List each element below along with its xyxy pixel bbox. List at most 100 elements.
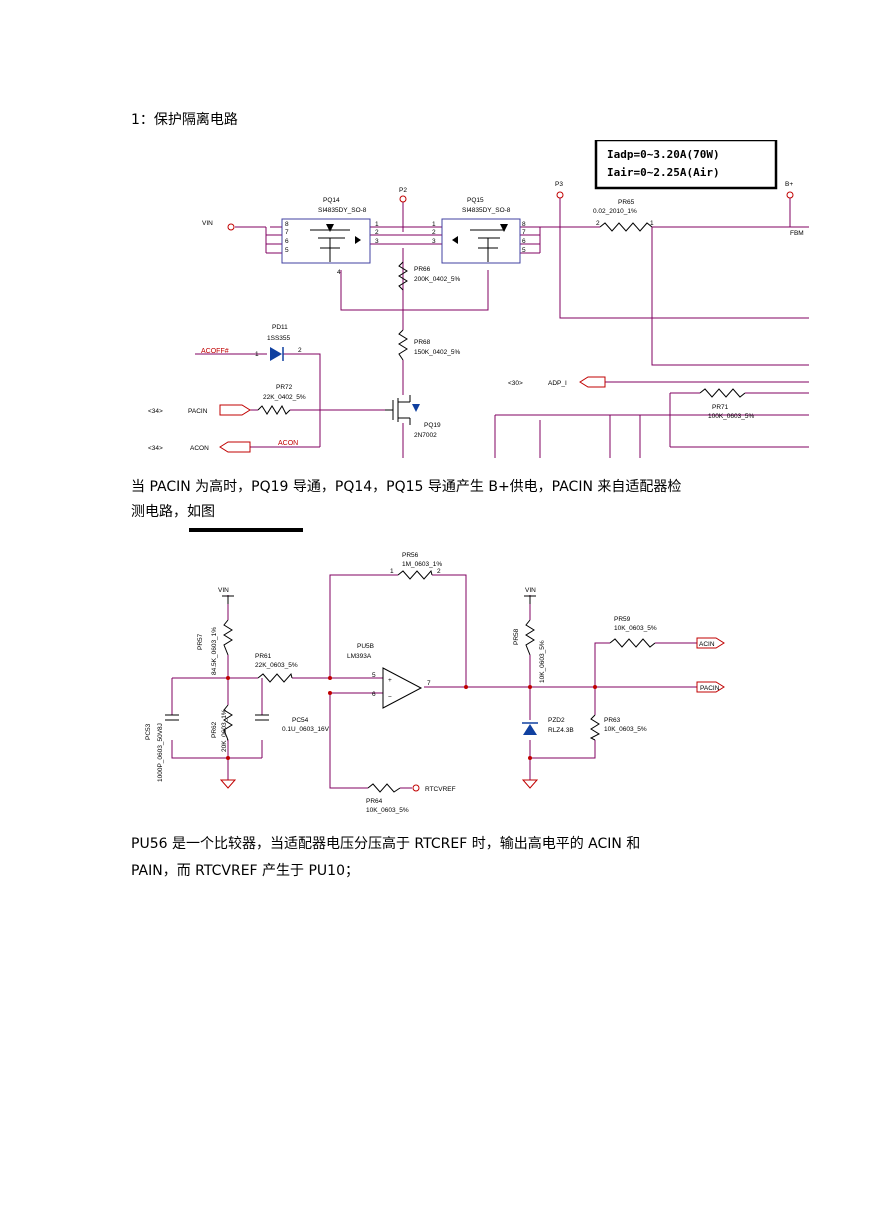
p2-label: P2 [399,187,407,194]
pzd2-ref: PZD2 [548,717,565,724]
fbm-label: FBM [790,230,804,237]
bplus-label: B+ [785,181,793,188]
svg-text:1: 1 [650,220,654,227]
pr72-value: 22K_0402_5% [263,394,306,401]
pc53-ref: PC53 [145,723,152,740]
pr62-ref: PR62 [211,721,218,738]
svg-text:2: 2 [375,229,379,236]
svg-text:8: 8 [285,221,289,228]
pr65-ref: PR65 [618,199,635,206]
pd11-value: 1SS355 [267,335,291,342]
pr57-value: 84.5K_0603_1% [211,627,218,675]
svg-text:1: 1 [375,221,379,228]
svg-text:5: 5 [372,672,376,679]
pr58-ref: PR58 [513,628,520,645]
pr71-ref: PR71 [712,404,729,411]
acin-port: ACIN [699,641,715,648]
adapter-detect-schematic: VIN VIN PR56 1M_0603_1% 1 2 PR57 84.5K_06… [145,552,725,814]
pu5-value: LM393A [347,653,372,660]
pq15-ref: PQ15 [467,197,484,204]
protection-schematic: Iadp=0~3.20A(70W) Iair=0~2.25A(Air) VIN … [148,140,809,458]
pr59-ref: PR59 [614,616,631,623]
pq14-ref: PQ14 [323,197,340,204]
p3-label: P3 [555,181,563,188]
svg-text:6: 6 [372,691,376,698]
svg-text:2: 2 [437,568,441,575]
pr62-value: 20K_0603_1% [221,709,228,752]
rtcvref-port: RTCVREF [425,786,456,793]
vin-right: VIN [525,587,536,594]
pr66-ref: PR66 [414,266,431,273]
para1-line1: 当 PACIN 为高时，PQ19 导通，PQ14，PQ15 导通产生 B+供电，… [131,479,682,495]
pr63-ref: PR63 [604,717,621,724]
para1-line2: 测电路，如图 [131,504,215,520]
pr64-value: 10K_0603_5% [366,807,409,814]
pq14-value: SI4835DY_SO-8 [318,207,367,214]
pzd2-value: RLZ4.3B [548,727,574,734]
para2-line1: PU56 是一个比较器，当适配器电压分压高于 RTCREF 时，输出高电平的 A… [131,836,641,852]
pq15-mosfet: 12 3 87 6 5 [432,218,526,264]
pq15-value: SI4835DY_SO-8 [462,207,511,214]
ref30: <30> [508,380,523,387]
vin-left: VIN [218,587,229,594]
pr68-value: 150K_0402_5% [414,349,460,356]
pr59-value: 10K_0603_5% [614,625,657,632]
acon-net: ACON [278,440,298,447]
note-line1: Iadp=0~3.20A(70W) [607,148,720,161]
note-line2: Iair=0~2.25A(Air) [607,166,720,179]
svg-text:1: 1 [390,568,394,575]
svg-text:8: 8 [522,221,526,228]
svg-text:7: 7 [522,229,526,236]
adp-i-port: ADP_I [548,380,567,387]
ref34-b: <34> [148,445,163,452]
pr71-value: 100K_0603_5% [708,413,754,420]
pacin-port: PACIN [188,408,208,415]
underline-mark [189,528,303,532]
ref34-a: <34> [148,408,163,415]
pr66-value: 200K_0402_5% [414,276,460,283]
acon-port: ACON [190,445,209,452]
svg-text:+: + [388,677,392,684]
pr61-value: 22K_0603_5% [255,662,298,669]
pu5-ref: PU5B [357,643,374,650]
svg-text:2: 2 [432,229,436,236]
pr72-ref: PR72 [276,384,293,391]
svg-text:5: 5 [285,247,289,254]
svg-text:1: 1 [255,351,259,358]
pr61-ref: PR61 [255,653,272,660]
heading: 1：保护隔离电路 [131,112,238,128]
pr63-value: 10K_0603_5% [604,726,647,733]
vin-label: VIN [202,220,213,227]
pq19-ref: PQ19 [424,422,441,429]
pc53-value: 1000P_0603_50V8J [157,723,164,782]
pr58-value: 10K_0603_5% [539,640,546,683]
svg-text:5: 5 [522,247,526,254]
svg-text:3: 3 [375,238,379,245]
svg-text:4: 4 [337,269,341,276]
svg-text:6: 6 [522,238,526,245]
pacin-port-2: PACIN [700,685,720,692]
pd11-ref: PD11 [272,324,288,331]
pr56-ref: PR56 [402,552,419,559]
pq19-value: 2N7002 [414,432,437,439]
svg-text:7: 7 [427,680,431,687]
pr64-ref: PR64 [366,798,383,805]
svg-text:3: 3 [432,238,436,245]
pc54-ref: PC54 [292,717,309,724]
svg-text:2: 2 [596,220,600,227]
pr68-ref: PR68 [414,339,431,346]
pr57-ref: PR57 [197,633,204,650]
pq14-mosfet: 87 6 5 12 3 4 [281,218,379,276]
pr56-value: 1M_0603_1% [402,561,442,568]
pr65-value: 0.02_2010_1% [593,208,637,215]
svg-text:6: 6 [285,238,289,245]
svg-text:7: 7 [285,229,289,236]
svg-text:2: 2 [298,347,302,354]
acoff-net: ACOFF# [201,348,229,355]
pc54-value: 0.1U_0603_16V [282,726,330,733]
svg-text:1: 1 [432,221,436,228]
pq19-mosfet [385,395,420,425]
para2-line2: PAIN，而 RTCVREF 产生于 PU10； [131,863,359,879]
svg-text:−: − [388,694,392,701]
